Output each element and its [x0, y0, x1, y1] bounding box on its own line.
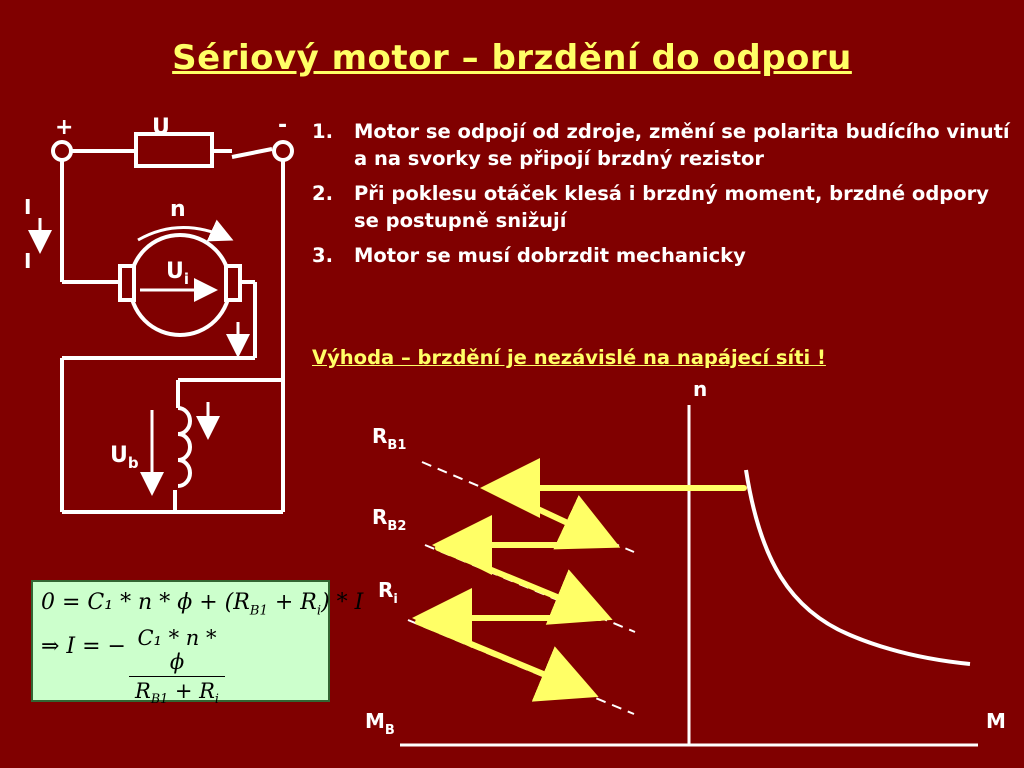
ri-characteristic [407, 619, 635, 715]
plus-label: + [55, 115, 73, 140]
bullet-number: 1. [312, 120, 333, 143]
formula-line-1: 0 = C₁ * n * ϕ + (RB1 + Ri) * I [41, 590, 364, 619]
brush-right [224, 264, 242, 302]
mb-label: MB [365, 709, 395, 738]
plus-terminal [51, 140, 73, 162]
rb2-characteristic [424, 544, 636, 633]
minus-label: - [278, 113, 287, 138]
y-axis-label: n [693, 377, 707, 401]
rb1-characteristic [421, 461, 635, 553]
formula-box: 0 = C₁ * n * ϕ + (RB1 + Ri) * I ⇒ I = − … [31, 580, 363, 706]
formula-line-2-prefix: ⇒ I = − [41, 634, 126, 659]
bullet-item: 2. Při poklesu otáček klesá i brzdný mome… [312, 180, 1012, 234]
brake-step-2 [492, 486, 621, 550]
current-label-bottom: I [24, 249, 31, 273]
brush-left [118, 264, 136, 302]
brake-step-4 [435, 545, 613, 625]
ub-label: Ub [110, 443, 139, 472]
circuit-wires [60, 132, 285, 514]
x-axis-label: M [986, 709, 1006, 733]
rb1-label: RB1 [372, 424, 406, 453]
bullet-text: Motor se musí dobrzdit mechanicky [354, 244, 746, 267]
motor-characteristic-curve [744, 469, 971, 666]
motor-armature [128, 233, 232, 337]
ri-label: Ri [378, 578, 398, 607]
fraction-numerator: C₁ * n * ϕ [129, 626, 225, 677]
speed-label: n [170, 197, 186, 222]
fraction-denominator: RB1 + Ri [135, 679, 219, 707]
ui-label: Ui [166, 259, 189, 288]
brake-step-6 [415, 619, 599, 702]
field-winding [177, 406, 192, 488]
circuit-diagram: + - U I I n Ui Ub [24, 113, 294, 514]
rotation-arrow [137, 219, 234, 242]
bullet-text: Motor se odpojí od zdroje, změní se pola… [354, 120, 1010, 170]
bullet-item: 1. Motor se odpojí od zdroje, změní se po… [312, 118, 1012, 172]
formula-fraction: C₁ * n * ϕ RB1 + Ri [129, 626, 225, 706]
current-label-top: I [24, 195, 31, 219]
switch-contact [231, 147, 273, 159]
bullet-item: 3. Motor se musí dobrzdit mechanicky [312, 242, 1012, 269]
bullet-number: 3. [312, 244, 333, 267]
advantage-note: Výhoda – brzdění je nezávislé na napájec… [312, 346, 826, 369]
bullet-list: 1. Motor se odpojí od zdroje, změní se po… [312, 118, 1012, 277]
bullet-text: Při poklesu otáček klesá i brzdný moment… [354, 182, 989, 232]
supply-resistor [134, 132, 214, 168]
u-label: U [152, 115, 170, 140]
minus-terminal [272, 140, 294, 162]
bullet-number: 2. [312, 182, 333, 205]
rb2-label: RB2 [372, 505, 406, 534]
slide-title: Sériový motor – brzdění do odporu [172, 38, 852, 78]
